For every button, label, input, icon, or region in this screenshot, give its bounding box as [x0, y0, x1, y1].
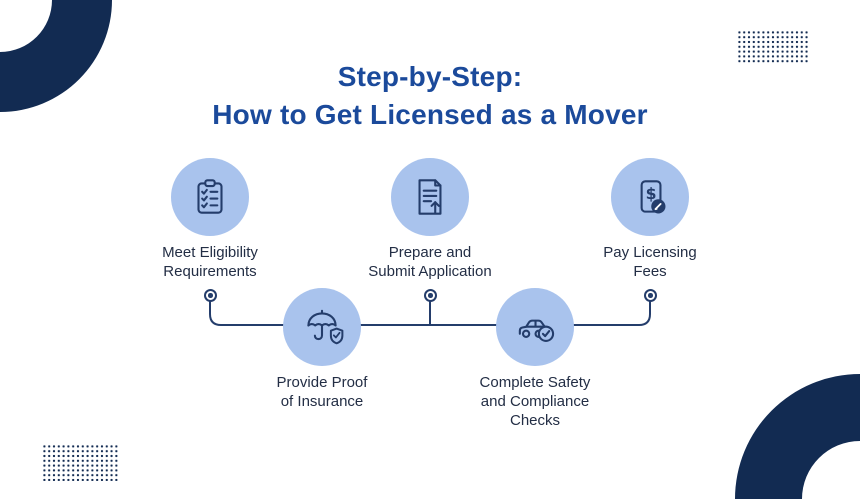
svg-text:$: $	[646, 184, 657, 203]
step-5-label: Complete Safety and Compliance Checks	[479, 374, 591, 429]
dollar-receipt-icon: $	[640, 180, 666, 214]
timeline-connector-line	[209, 300, 651, 326]
corner-arc-bottom-right-decoration	[735, 374, 860, 499]
corner-arc-top-left-decoration	[0, 0, 112, 112]
step-proof-of-insurance: Provide Proof of Insurance	[237, 288, 407, 411]
step-1-label: Meet Eligibility Requirements	[162, 244, 258, 280]
step-4-label: Provide Proof of Insurance	[276, 374, 368, 410]
step-5-icon-circle	[496, 288, 574, 366]
document-submit-icon	[418, 179, 442, 215]
step-3-label: Pay Licensing Fees	[603, 244, 697, 280]
step-safety-compliance: Complete Safety and Compliance Checks	[450, 288, 620, 430]
step-meet-eligibility: Meet Eligibility Requirements	[125, 158, 295, 281]
step-prepare-application: Prepare and Submit Application	[345, 158, 515, 281]
step-2-label: Prepare and Submit Application	[368, 244, 492, 280]
step-3-icon-circle: $	[611, 158, 689, 236]
dot-grid-bottom-left-decoration	[42, 444, 118, 481]
car-check-icon	[518, 319, 555, 342]
umbrella-shield-icon	[307, 309, 344, 345]
timeline-marker-2	[424, 289, 437, 302]
timeline-marker-1	[204, 289, 217, 302]
page-title-line1: Step-by-Step:	[337, 61, 523, 92]
step-2-icon-circle	[391, 158, 469, 236]
page-title: Step-by-Step: How to Get Licensed as a M…	[0, 58, 860, 134]
step-pay-fees: $ Pay Licensing Fees	[565, 158, 735, 281]
timeline-marker-3	[644, 289, 657, 302]
step-1-icon-circle	[171, 158, 249, 236]
clipboard-checklist-icon	[197, 179, 223, 214]
page-title-line2: How to Get Licensed as a Mover	[212, 99, 648, 130]
step-4-icon-circle	[283, 288, 361, 366]
dot-grid-top-right-decoration	[737, 30, 809, 64]
